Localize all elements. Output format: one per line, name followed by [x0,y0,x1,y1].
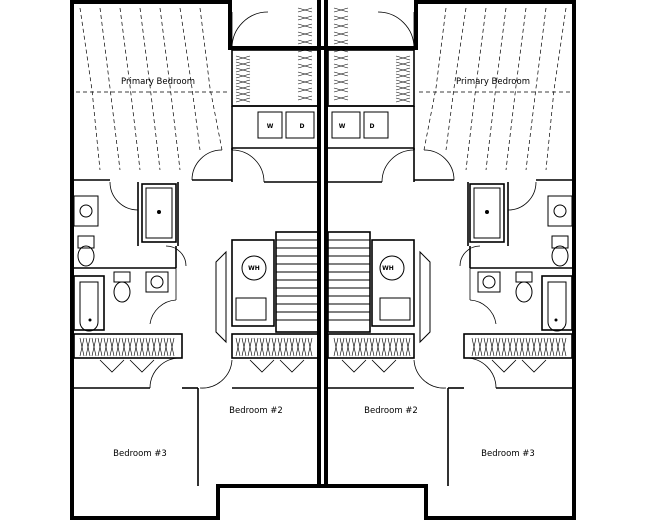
party-wall [317,0,328,488]
mechanical-closet [215,239,275,344]
room-label-bedroom2-right: Bedroom #2 [364,406,418,416]
dryer-label-right: D [370,123,375,130]
closet-rows [73,333,319,373]
laundry-area [231,105,318,150]
unit-left [72,7,319,486]
room-label-bedroom3-left: Bedroom #3 [113,449,167,459]
exterior-walls [70,0,576,520]
room-label-primary-bedroom-left: Primary Bedroom [121,77,195,87]
vaulted-ceiling-lines [76,7,230,171]
room-labels: Primary Bedroom Primary Bedroom Bedroom … [113,77,535,459]
fixture-labels: W D W D WH WH [248,123,394,272]
stairs [275,231,319,333]
room-label-primary-bedroom-right: Primary Bedroom [456,77,530,87]
secondary-bedroom-doors [72,357,318,486]
hall-bath [73,245,187,332]
primary-bath [72,181,179,269]
room-label-bedroom2-left: Bedroom #2 [229,406,283,416]
primary-bedroom-door [72,148,318,183]
washer-label-right: W [339,123,346,130]
water-heater-label-left: WH [248,265,260,272]
washer-label-left: W [267,123,274,130]
room-label-bedroom3-right: Bedroom #3 [481,449,535,459]
walk-in-closet [231,7,319,107]
dryer-label-left: D [300,123,305,130]
water-heater-label-right: WH [382,265,394,272]
